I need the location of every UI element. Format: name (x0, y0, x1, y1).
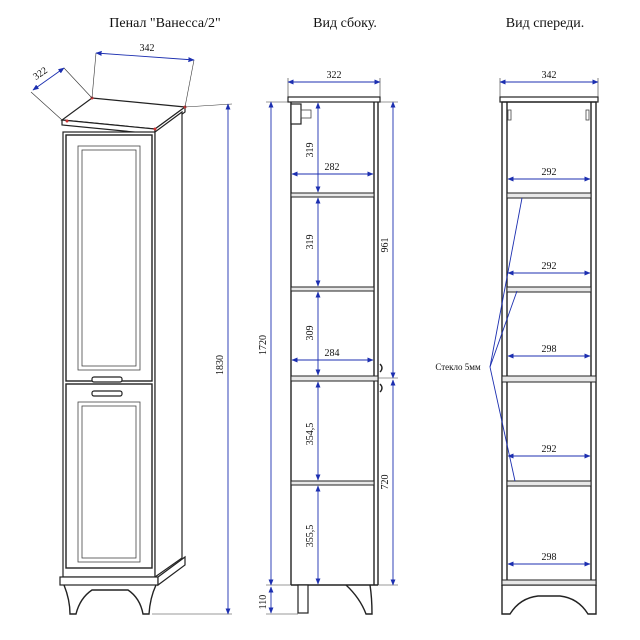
cabinet-side (154, 110, 183, 579)
title-front-view: Вид спереди. (506, 16, 585, 31)
side-gap-5: 355,5 (305, 525, 316, 548)
side-view: 322 282 284 319 319 309 354,5 355,5 961 … (258, 70, 398, 615)
front-shelf-1 (506, 192, 592, 199)
front-shelf-4 (506, 480, 592, 487)
front-top-width-label: 342 (542, 70, 557, 81)
front-top (499, 96, 599, 103)
side-shelf-1 (290, 192, 375, 198)
cabinet-body (62, 131, 156, 578)
front-shelf-width-4: 292 (542, 444, 557, 455)
side-upper-door-label: 961 (380, 238, 391, 253)
side-shelf-4 (290, 480, 375, 486)
upper-handle (91, 376, 123, 383)
side-gap-3: 309 (305, 326, 316, 341)
front-shelf-width-5: 298 (542, 552, 557, 563)
title-side-view: Вид сбоку. (313, 16, 377, 31)
front-shelf-width-1: 292 (542, 167, 557, 178)
perspective-view: 342 322 1830 (30, 43, 233, 615)
front-shelf-2 (506, 286, 592, 293)
glass-leader-1 (489, 197, 523, 368)
lower-handle (91, 390, 123, 397)
glass-leader-3 (489, 366, 516, 482)
glass-leader-2 (489, 290, 518, 368)
side-mid-shelf (290, 375, 379, 382)
front-view: 342 292 292 298 292 298 Стекло 5мм (435, 70, 599, 615)
side-shelf-2 (290, 286, 375, 292)
front-bottom (501, 579, 597, 586)
glass-label: Стекло 5мм (435, 362, 481, 372)
perspective-width-label: 342 (140, 43, 155, 54)
side-gap-1: 319 (305, 143, 316, 158)
perspective-height-label: 1830 (215, 355, 226, 375)
plinth (59, 576, 159, 586)
side-total-height-label: 1720 (258, 335, 269, 355)
side-shelf-width-2: 284 (325, 348, 340, 359)
lower-door (65, 383, 153, 569)
front-legs (501, 585, 597, 615)
side-gap-4: 354,5 (305, 423, 316, 446)
side-gap-2: 319 (305, 235, 316, 250)
front-shelf-width-3: 298 (542, 344, 557, 355)
side-top-width-label: 322 (327, 70, 342, 81)
side-top (287, 96, 381, 103)
side-shelf-width-1: 282 (325, 162, 340, 173)
side-lower-door-label: 720 (380, 475, 391, 490)
side-leg-height-label: 110 (258, 595, 269, 610)
hinge (290, 103, 302, 125)
legs (63, 584, 157, 615)
upper-door-glass (77, 145, 141, 371)
side-leg (297, 584, 309, 614)
front-mid-shelf (501, 375, 597, 383)
front-shelf-width-2: 292 (542, 261, 557, 272)
title-main: Пенал "Ванесса/2" (109, 16, 220, 31)
